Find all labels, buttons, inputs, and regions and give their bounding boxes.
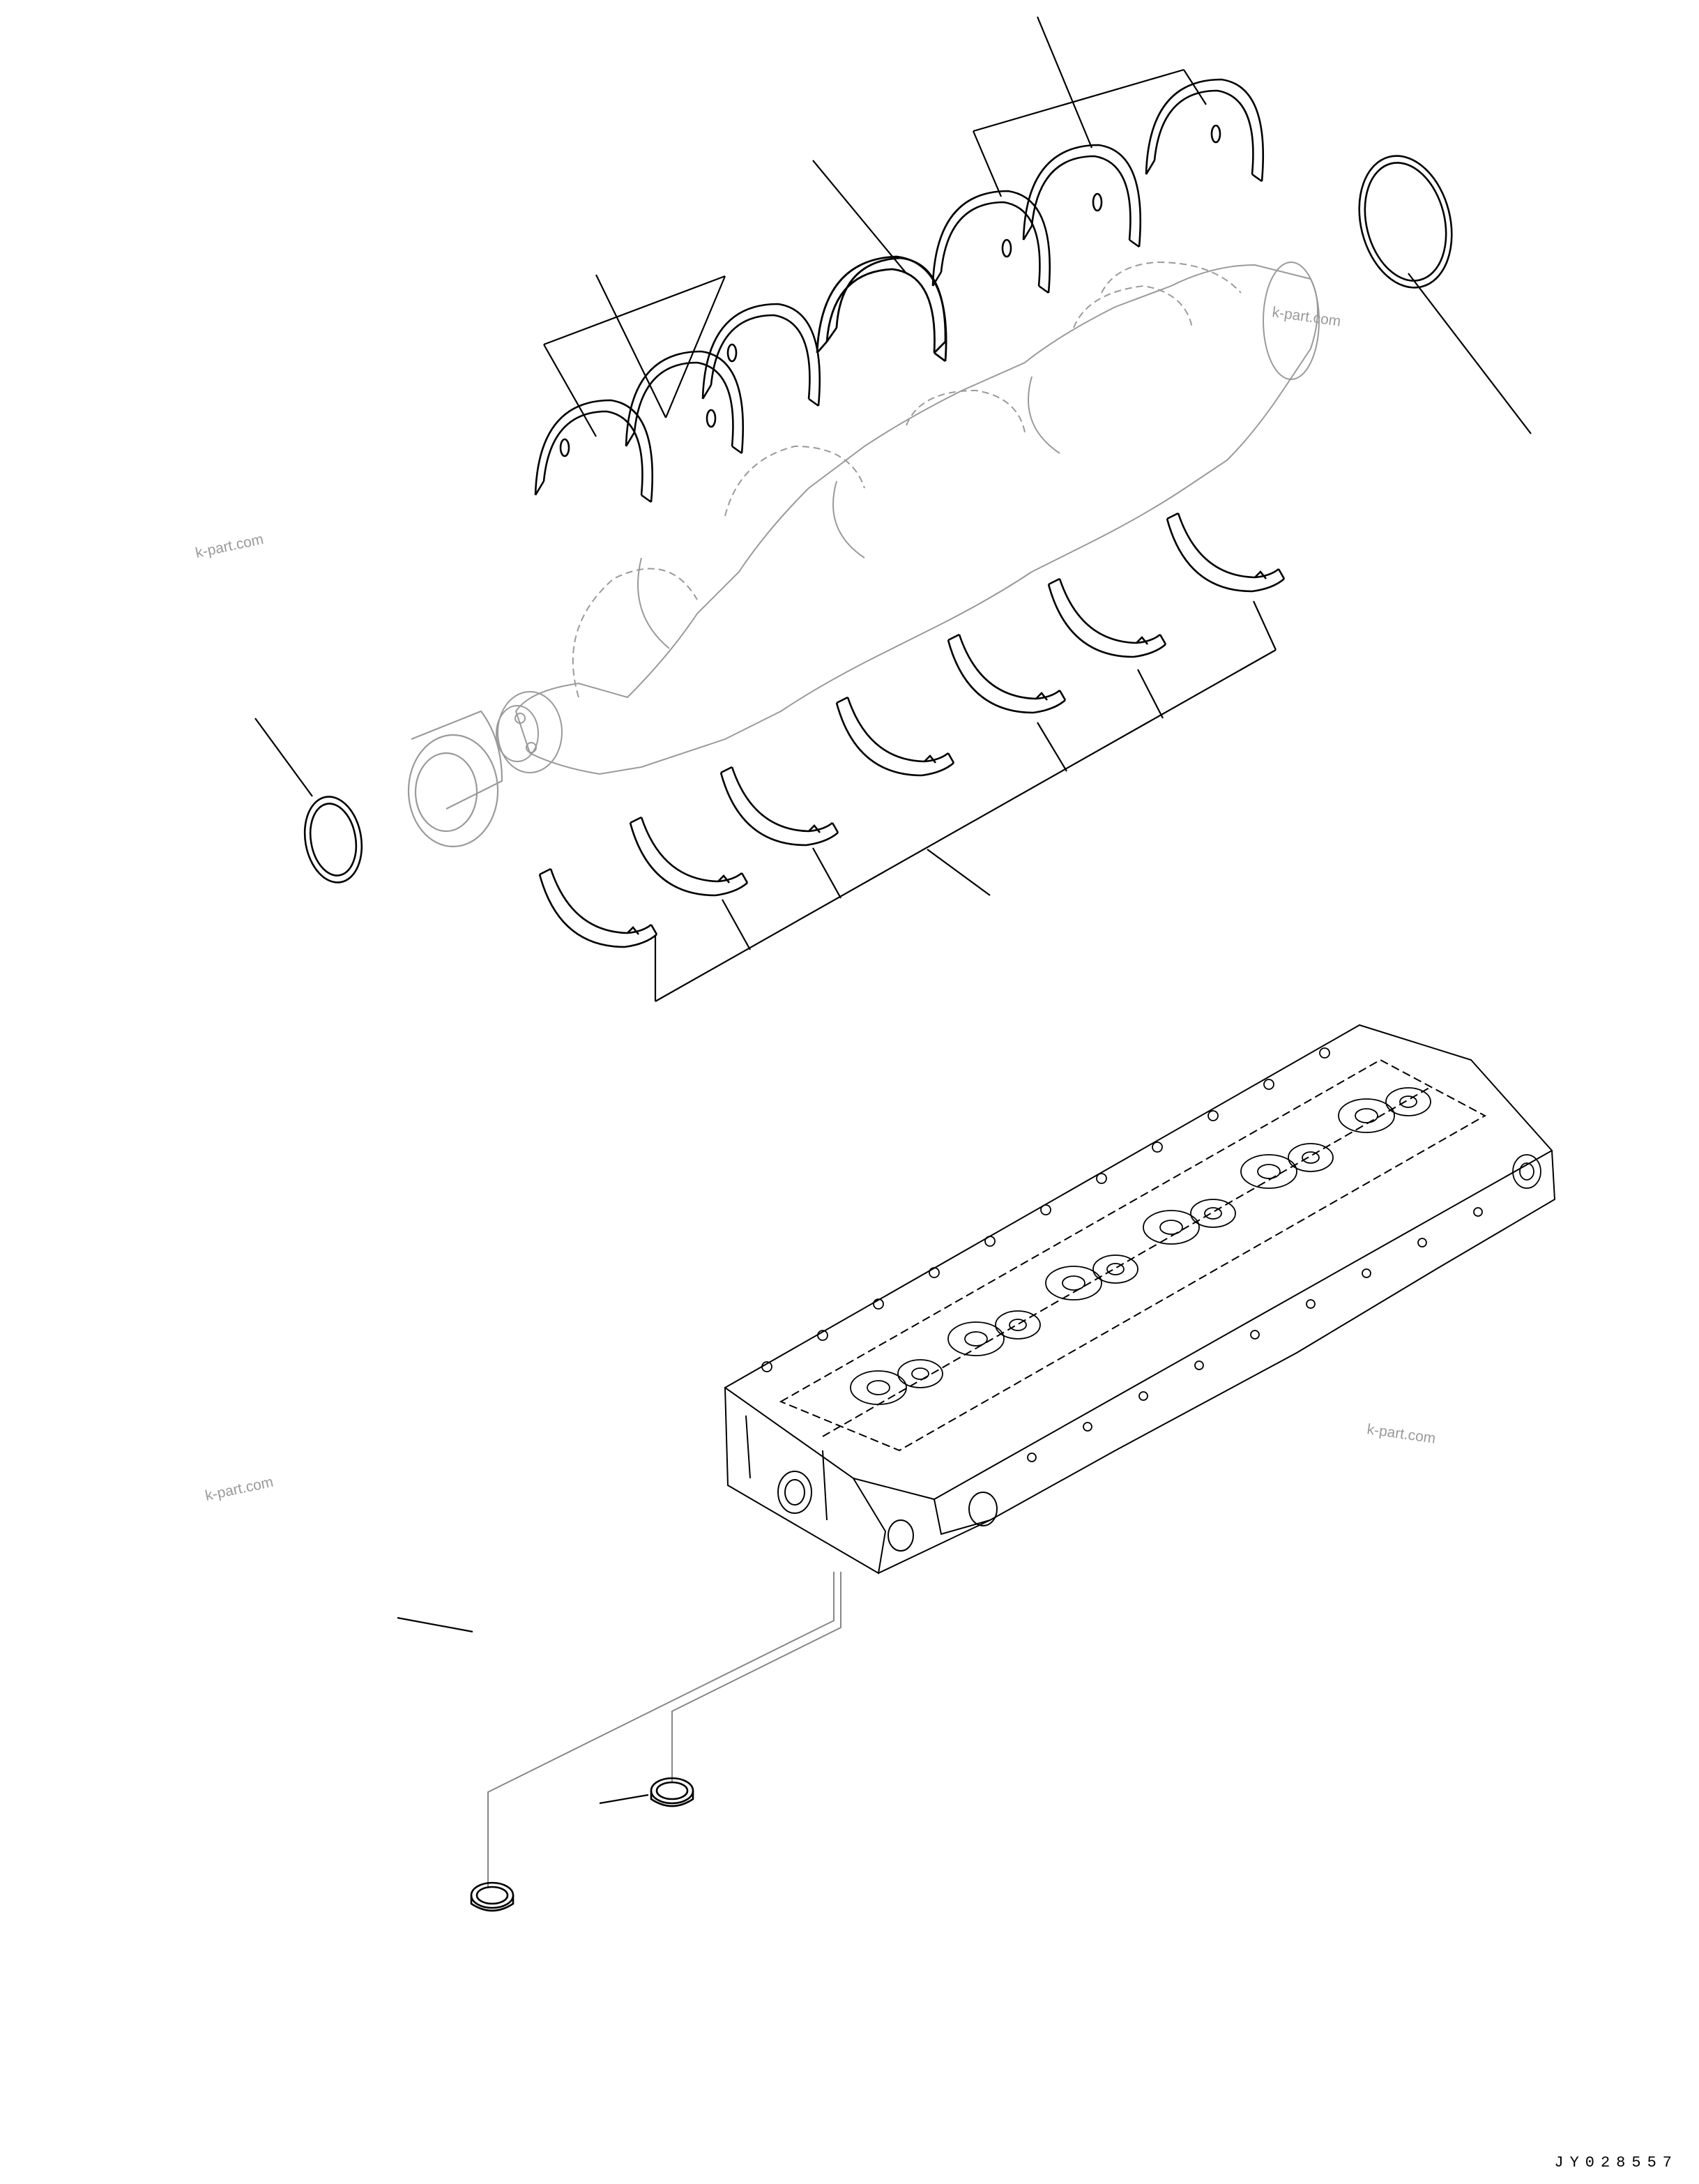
- lower-bearing-7: [1166, 512, 1286, 593]
- leader-lower-bar: [655, 649, 1277, 1002]
- leader-front-seal: [254, 718, 313, 797]
- figure-code: JY028557: [1554, 2154, 1678, 2171]
- leader-lines: [254, 16, 1532, 1805]
- rear-seal: [1358, 155, 1453, 289]
- upper-bearing-4: [931, 190, 1051, 294]
- lower-bearing-2: [629, 816, 749, 897]
- watermark-4: k-part.com: [1366, 1421, 1436, 1447]
- watermark-2: k-part.com: [1271, 304, 1341, 330]
- head-bolt-holes: [761, 1047, 1483, 1462]
- upper-bearing-3: [701, 303, 821, 407]
- leader-upper-left-stem: [595, 274, 666, 418]
- upper-bearing-6: [1145, 78, 1265, 183]
- watermark-1: k-part.com: [194, 531, 265, 561]
- thrust-bearing: [816, 255, 947, 363]
- lower-bearing-6: [1047, 577, 1167, 658]
- crankshaft-gear: [407, 710, 503, 848]
- head-plug-upper: [650, 1777, 694, 1807]
- leader-plug-lower: [397, 1616, 473, 1633]
- reference-lines: [487, 1572, 841, 1888]
- watermark-3: k-part.com: [204, 1474, 275, 1504]
- leader-lower-center: [927, 849, 991, 896]
- lower-bearing-4: [835, 696, 955, 777]
- upper-main-bearings: [534, 78, 1265, 503]
- crankshaft: [496, 261, 1320, 775]
- lower-bearing-1: [538, 867, 658, 948]
- cylinder-head: [724, 1024, 1556, 1575]
- lower-main-bearings: [538, 512, 1286, 948]
- leader-upper-left-bar: [543, 275, 726, 346]
- cylinder-head-ports: [761, 1047, 1541, 1462]
- leader-rear-seal: [1408, 273, 1532, 434]
- head-plug-lower: [470, 1881, 515, 1912]
- upper-bearing-5: [1022, 144, 1142, 248]
- leader-thrust-bearing: [812, 160, 907, 274]
- leader-upper-right-stem: [1036, 16, 1093, 149]
- leader-plug-upper: [599, 1794, 649, 1805]
- upper-bearing-2: [625, 350, 745, 455]
- lower-bearing-5: [947, 633, 1067, 714]
- lower-bearing-3: [719, 766, 839, 847]
- upper-bearing-1: [534, 399, 654, 503]
- front-seal: [303, 796, 363, 884]
- leader-upper-right-bar: [973, 68, 1184, 132]
